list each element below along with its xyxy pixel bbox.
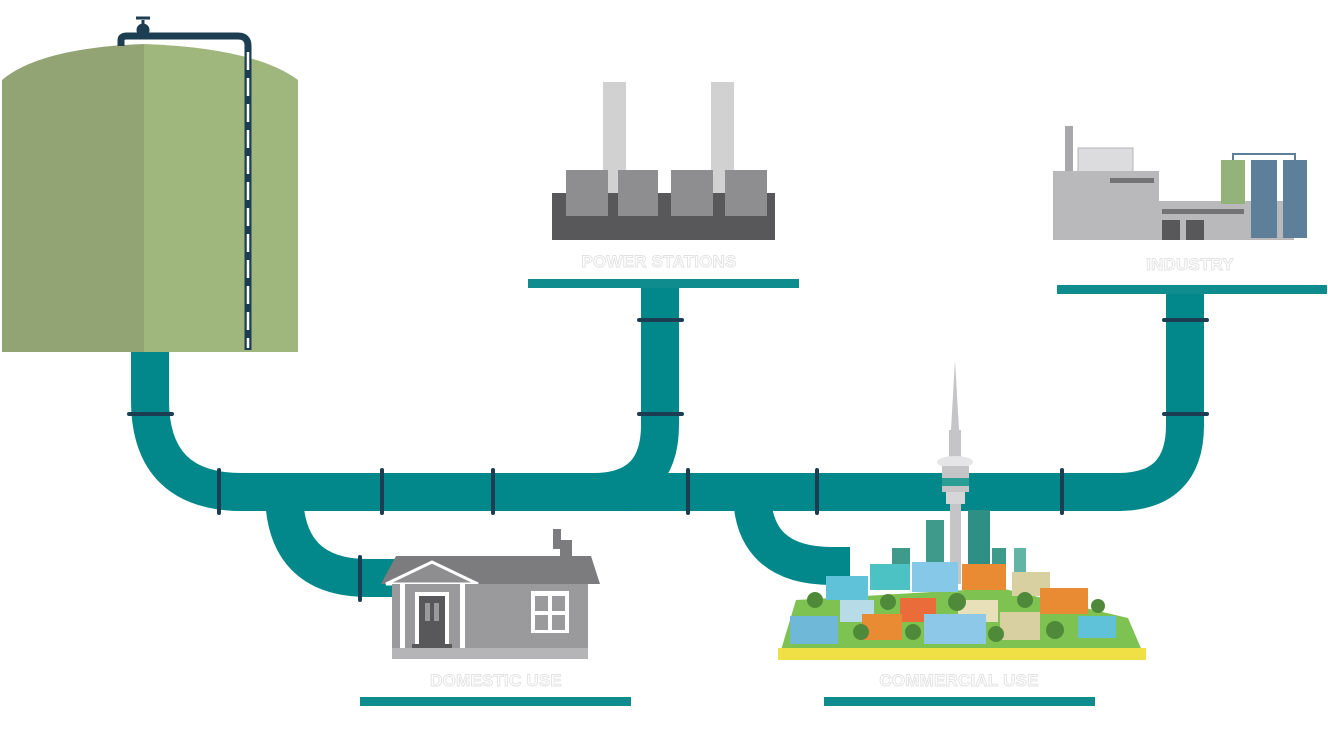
- power-station-icon: [552, 82, 775, 240]
- sky-tower: [937, 360, 973, 584]
- pipe-joints: [127, 318, 1209, 602]
- industry-bar: [1057, 285, 1327, 294]
- water-tank: [2, 16, 298, 352]
- commercial-use-label: COMMERCIAL USE: [879, 671, 1038, 690]
- tree: [948, 593, 966, 611]
- door: [419, 596, 445, 648]
- chimney: [603, 82, 626, 194]
- silo: [1283, 160, 1307, 238]
- city-icon: [778, 360, 1146, 660]
- tree: [853, 624, 869, 640]
- power-station-base: [552, 193, 775, 240]
- pipe-network: [131, 288, 1204, 597]
- commercial-use-bar: [824, 697, 1095, 706]
- industry-label: INDUSTRY: [1146, 255, 1234, 274]
- tree: [807, 592, 823, 608]
- silo: [1251, 160, 1277, 238]
- tank-top-pipe: [117, 32, 252, 350]
- main-pipe: [131, 350, 1122, 511]
- power-stations-bar: [528, 279, 799, 288]
- industry-pipe: [1117, 293, 1204, 511]
- tree: [1091, 599, 1105, 613]
- industry-icon: [1053, 126, 1307, 240]
- tree: [988, 626, 1004, 642]
- tank-body-dark: [2, 44, 144, 352]
- power-station-pipe: [592, 288, 679, 511]
- silo: [1221, 160, 1245, 204]
- house-icon: [381, 529, 600, 659]
- valve-icon: [136, 16, 150, 37]
- tree: [880, 594, 896, 610]
- power-stations-label: POWER STATIONS: [581, 252, 736, 271]
- commercial-branch-pipe: [733, 491, 850, 585]
- domestic-use-bar: [360, 697, 631, 706]
- tank-body-light: [144, 44, 298, 352]
- tree: [1017, 592, 1033, 608]
- domestic-use-label: DOMESTIC USE: [430, 671, 562, 690]
- tree: [1046, 621, 1064, 639]
- tree: [905, 624, 921, 640]
- chimney: [711, 82, 734, 194]
